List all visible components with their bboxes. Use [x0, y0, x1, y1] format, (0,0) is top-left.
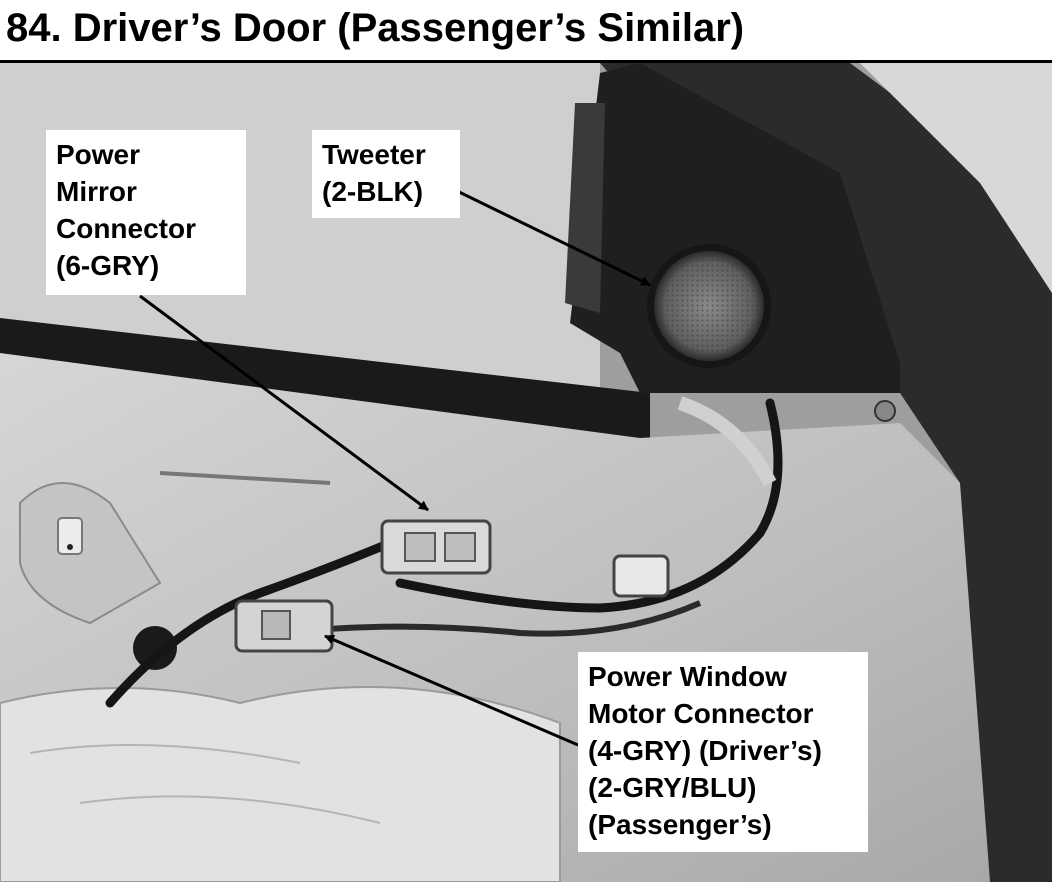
exterior-view — [860, 63, 1052, 293]
mirror-mount — [565, 103, 605, 313]
panel-clip — [57, 517, 83, 555]
label-line: Power — [56, 139, 141, 170]
door-frame-pillar — [600, 63, 1052, 882]
window-connector-arrow — [324, 634, 579, 747]
tweeter-label: Tweeter (2-BLK) — [312, 130, 460, 218]
vapor-barrier-sheet — [0, 686, 561, 882]
power-window-motor-connector-label: Power Window Motor Connector (4-GRY) (Dr… — [578, 652, 868, 852]
page-title: 84. Driver’s Door (Passenger’s Similar) — [6, 6, 745, 50]
sheet-wrinkles — [29, 744, 381, 824]
harness-tape — [677, 396, 777, 487]
label-line: Connector — [56, 213, 196, 244]
power-mirror-connector — [380, 519, 492, 575]
label-line: (2-BLK) — [322, 176, 424, 207]
panel-ridge — [159, 471, 331, 485]
tweeter-mesh — [654, 251, 764, 361]
wiring-harness — [105, 398, 783, 708]
label-line: Mirror — [56, 176, 137, 207]
label-line: Power Window — [588, 661, 787, 692]
label-line: Motor Connector — [588, 698, 814, 729]
access-hole — [133, 626, 177, 670]
mirror-connector-arrow — [139, 294, 429, 512]
power-mirror-connector-label: Power Mirror Connector (6-GRY) — [46, 130, 246, 295]
label-line: (Passenger’s) — [588, 809, 772, 840]
label-line: (6-GRY) — [56, 250, 160, 281]
clip-hole — [67, 544, 73, 550]
label-line: Tweeter — [322, 139, 426, 170]
label-line: (2-GRY/BLU) — [588, 772, 757, 803]
power-window-motor-connector — [234, 599, 334, 653]
mounting-bolt — [874, 400, 896, 422]
tweeter-arrow — [454, 188, 651, 287]
label-line: (4-GRY) (Driver’s) — [588, 735, 822, 766]
harness-clip — [612, 554, 670, 598]
panel-recess — [19, 482, 162, 625]
window-seal — [0, 318, 650, 443]
